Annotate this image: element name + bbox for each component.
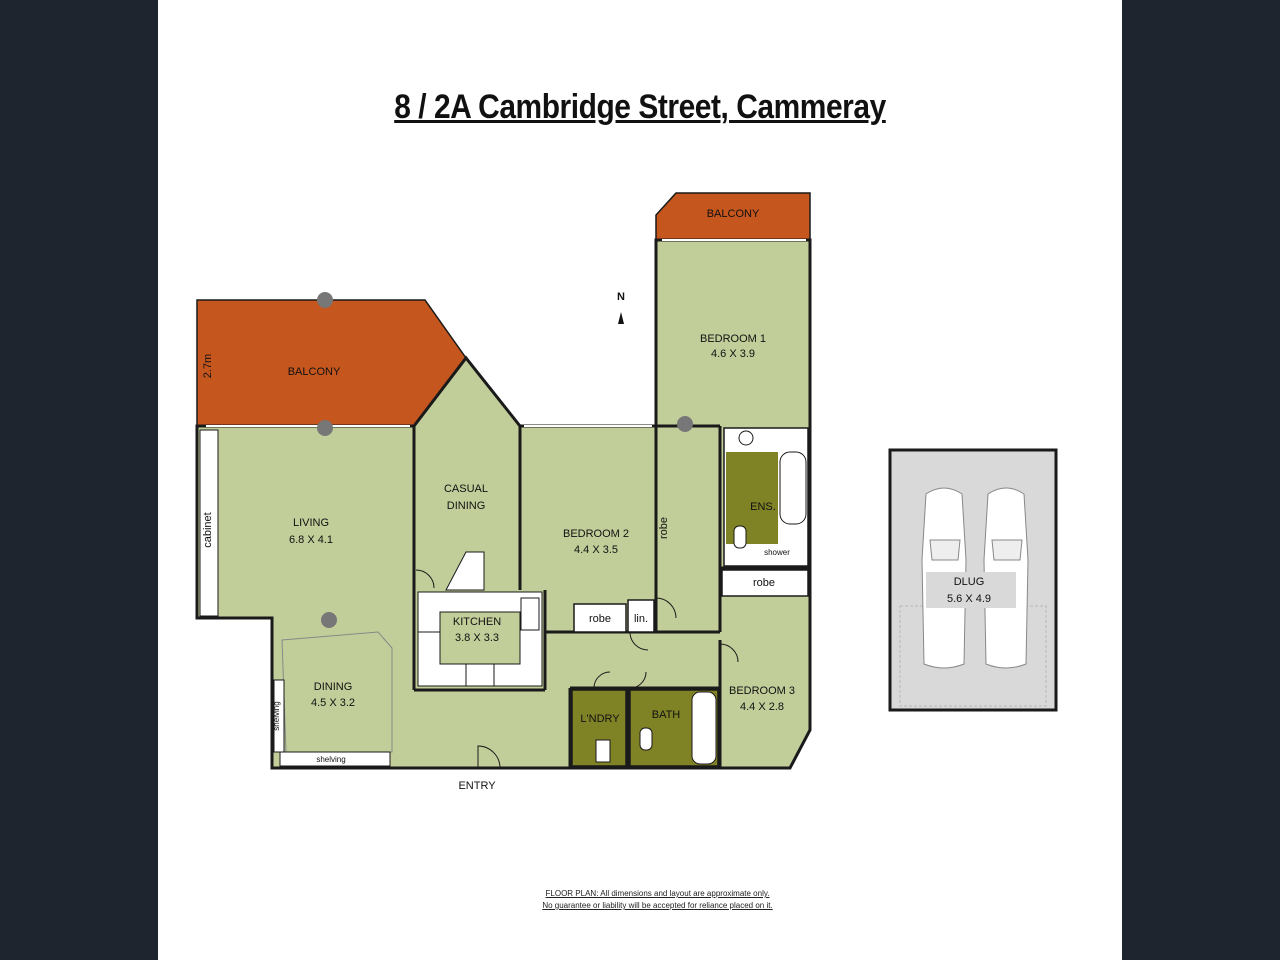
cooktop: [465, 663, 495, 687]
shelving-side-fixture: [273, 679, 285, 753]
toilet-ensuite: [733, 525, 747, 549]
robe-bedroom3: [721, 569, 809, 597]
garage-label: DLUG: [954, 576, 985, 588]
laundry-tub: [595, 739, 611, 763]
toilet-bath: [639, 727, 653, 751]
bedroom2-dims: 4.4 X 3.5: [574, 544, 618, 556]
doors: [415, 569, 739, 769]
bedroom2-label: BEDROOM 2: [563, 528, 629, 540]
bedroom3-dims: 4.4 X 2.8: [740, 701, 784, 713]
balcony-main-label: BALCONY: [288, 366, 341, 378]
robe-bedroom2-label: robe: [589, 613, 611, 625]
bedroom1-label: BEDROOM 1: [700, 333, 766, 345]
kitchen-label: KITCHEN: [453, 616, 501, 628]
robe-bedroom1-label: robe: [658, 517, 670, 539]
page-title: 8 / 2A Cambridge Street, Cammeray: [394, 88, 886, 126]
kitchen-dims: 3.8 X 3.3: [455, 632, 499, 644]
balcony-main: [196, 299, 467, 427]
disclaimer-line-2: No guarantee or liability will be accept…: [542, 901, 773, 910]
shelving-side-label: shelving: [272, 701, 281, 730]
shelving-bottom-label: shelving: [316, 755, 345, 764]
entry-label: ENTRY: [458, 780, 496, 792]
dining-dims: 4.5 X 3.2: [311, 697, 355, 709]
basin-ensuite: [738, 430, 754, 446]
living-dims: 6.8 X 4.1: [289, 534, 333, 546]
shelving-bottom-fixture: [279, 751, 391, 767]
linen-cupboard: [627, 599, 655, 633]
compass-arrow-icon: [618, 312, 624, 324]
disclaimer: FLOOR PLAN: All dimensions and layout ar…: [0, 888, 1280, 912]
casual-dining-label-1: CASUAL: [444, 483, 488, 495]
robe-bedroom1: [658, 430, 676, 630]
garage-dims: 5.6 X 4.9: [947, 593, 991, 605]
disclaimer-line-1: FLOOR PLAN: All dimensions and layout ar…: [545, 889, 770, 898]
balcony-bedroom1-label: BALCONY: [707, 208, 760, 220]
living-label: LIVING: [293, 517, 329, 529]
compass-label: N: [617, 291, 625, 303]
kitchen-sink: [520, 597, 540, 631]
balcony-main-dim: 2.7m: [202, 354, 214, 378]
bedroom1-dims: 4.6 X 3.9: [711, 348, 755, 360]
ensuite-label: ENS.: [750, 501, 776, 513]
robe-bedroom2: [573, 603, 627, 633]
linen-label: lin.: [634, 613, 648, 625]
laundry-label: L'NDRY: [580, 713, 620, 725]
cabinet-label: cabinet: [202, 512, 214, 547]
bath-label: BATH: [652, 709, 681, 721]
bedroom3-label: BEDROOM 3: [729, 685, 795, 697]
shower-label: shower: [764, 548, 790, 557]
bathtub: [691, 691, 717, 765]
bathtub-ensuite: [779, 451, 807, 525]
columns: [317, 292, 693, 628]
dining-label: DINING: [314, 681, 353, 693]
kitchen-stair-step: [445, 551, 485, 591]
casual-dining-label-2: DINING: [447, 500, 486, 512]
garage-label-backdrop: [926, 572, 1016, 608]
interior-walls: [412, 424, 810, 768]
cabinet-fixture: [199, 429, 219, 617]
robe-bedroom3-label: robe: [753, 577, 775, 589]
windows: [206, 239, 806, 427]
dining-area-outline: [281, 631, 393, 753]
